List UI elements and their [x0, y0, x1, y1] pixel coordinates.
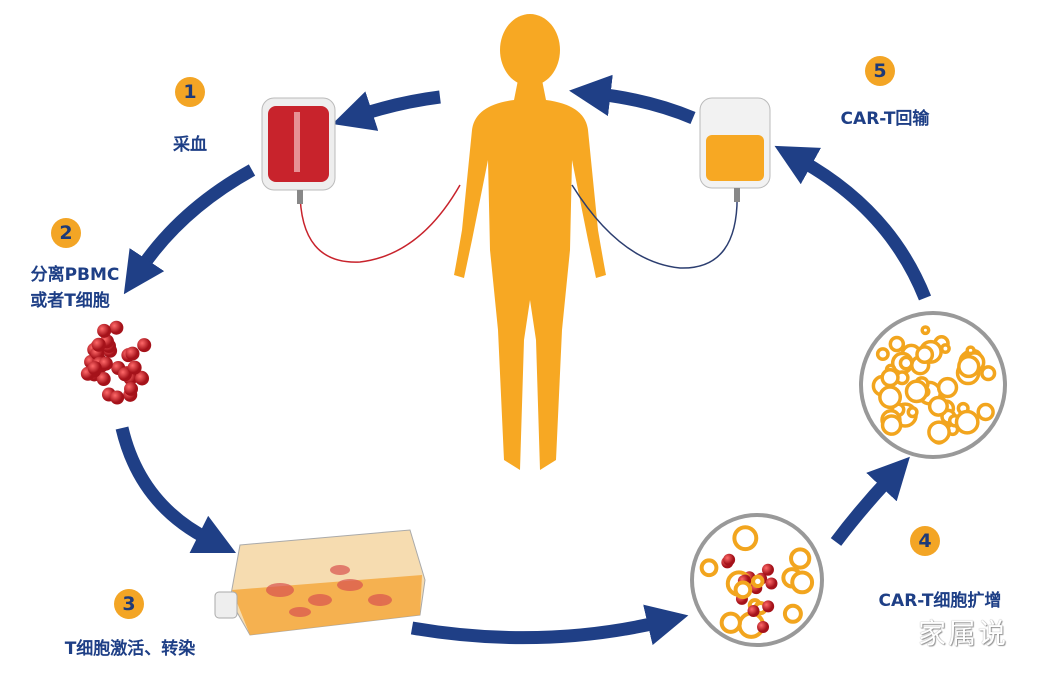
cell	[939, 343, 951, 354]
step-5-badge: 5	[865, 56, 895, 86]
arrow-activate-to-expand	[410, 604, 689, 646]
watermark: 家属说	[918, 617, 1009, 650]
cell	[898, 355, 914, 371]
step-1-badge: 1	[175, 77, 205, 107]
cell	[888, 335, 906, 353]
cell	[790, 570, 815, 595]
cell	[904, 379, 929, 404]
cell	[109, 320, 124, 335]
cell	[757, 621, 770, 634]
arrow-separate-to-activate	[115, 426, 237, 554]
blood-bag	[261, 97, 336, 204]
cell	[976, 402, 995, 422]
cell	[87, 361, 102, 376]
expansion-dish	[690, 513, 824, 647]
pbmc-cell-cluster	[80, 320, 152, 405]
cell	[98, 356, 113, 371]
cell	[137, 338, 152, 353]
cell	[765, 577, 778, 590]
cell	[719, 611, 742, 634]
cell	[699, 558, 719, 578]
arrow-expand-to-grow	[830, 456, 910, 546]
cell	[733, 580, 753, 600]
cell	[732, 525, 759, 552]
process-arrows	[115, 74, 932, 646]
cell	[927, 395, 949, 417]
cell	[936, 376, 959, 399]
cell	[761, 563, 774, 576]
cell	[125, 346, 140, 361]
cell	[723, 553, 736, 566]
cell	[880, 368, 900, 388]
cell	[135, 371, 150, 386]
cell	[980, 365, 997, 382]
step-2-label-line-1: 分离PBMC	[30, 265, 120, 285]
expanded-car-t-dish	[859, 311, 1007, 459]
cell	[880, 414, 903, 436]
cell	[875, 347, 890, 362]
arrow-body-to-bag	[332, 90, 441, 131]
cell	[762, 600, 775, 613]
step-5-label: CAR-T回输	[840, 109, 930, 129]
arrow-bag-to-body	[569, 74, 696, 124]
cell	[110, 390, 125, 405]
arrow-grow-to-infuse	[774, 145, 932, 301]
cell	[906, 406, 919, 419]
step-3-label: T细胞激活、转染	[64, 639, 196, 659]
culture-flask	[214, 529, 426, 636]
cell	[878, 385, 903, 410]
cell	[957, 354, 981, 379]
cell	[124, 381, 139, 396]
cell	[954, 409, 980, 435]
cell	[127, 360, 142, 375]
car-t-bag	[699, 97, 771, 202]
cell	[789, 547, 812, 570]
human-figure	[454, 14, 606, 470]
step-3-badge: 3	[114, 589, 144, 619]
cell	[920, 325, 931, 336]
cell	[97, 323, 112, 338]
step-2-label-line-2: 或者T细胞	[30, 291, 110, 311]
cell	[96, 372, 111, 387]
cell	[915, 345, 935, 365]
cell	[751, 574, 765, 589]
cell	[747, 604, 760, 617]
step-4-label: CAR-T细胞扩增	[878, 591, 1002, 611]
arrow-collect-to-separate	[123, 164, 256, 295]
step-1-label: 采血	[173, 135, 207, 155]
cell	[927, 420, 951, 445]
cell	[782, 603, 803, 624]
cell	[91, 337, 106, 352]
step-2-badge: 2	[51, 218, 81, 248]
step-4-badge: 4	[910, 526, 940, 556]
